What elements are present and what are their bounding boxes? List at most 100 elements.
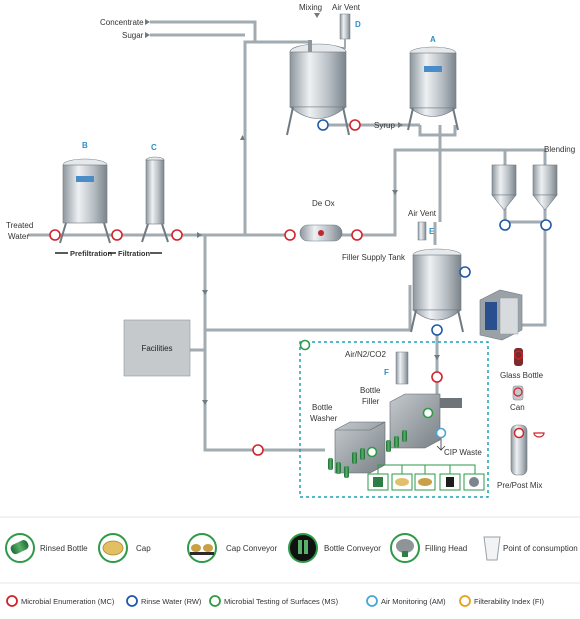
mc-legend-icon [6,595,18,607]
flow-arrow [202,400,208,405]
ms-legend-icon [209,595,221,607]
deox-light [318,230,324,236]
syrup-tank: A [407,35,459,131]
sampling-branch [377,464,476,475]
blend-tank-1-cone [491,194,517,211]
syrup-tank-body [409,52,457,109]
bottle-washer-label-2: Washer [310,414,338,423]
flow-arrow [202,290,208,295]
filler-arm [440,398,462,408]
can-label: Can [510,403,525,412]
keg-shape [510,424,528,476]
filler-supply-tank-label: Filler Supply Tank [342,253,406,262]
prefilter-unit: B [59,141,111,244]
blend-tank-2 [532,164,558,196]
sample-bottle-conveyor-fill [446,477,454,487]
tank-legs [286,106,350,136]
mc-marker [349,119,361,131]
can-product [512,385,524,401]
sugar-label: Sugar [122,31,144,40]
fst-bottom [412,309,462,321]
mc-marker [49,229,61,241]
flow-arrow [240,135,245,140]
rw-legend-icon [126,595,138,607]
rinsed-bottle-icon [5,533,35,563]
legend-fi-label: Filterability Index (FI) [474,597,545,606]
deox-label: De Ox [312,199,335,208]
washer-edge [335,421,386,431]
air-vent-top-label: Air Vent [332,3,361,12]
am-legend-icon [366,595,378,607]
cap-icon [98,533,128,563]
legend-rinsed-bottle-label: Rinsed Bottle [40,544,88,553]
ms-marker [366,446,378,458]
glass-bottle-mc-ring [513,350,524,360]
rw-marker [317,119,329,131]
legend-icon-row: Rinsed Bottle Cap Cap Conveyor Bottle Co… [5,533,578,563]
pipework [28,20,547,452]
glass-bottle-label: Glass Bottle [500,371,544,380]
legend-bottle-conveyor-label: Bottle Conveyor [324,544,381,553]
mixing-tank: D [286,13,361,136]
point-e-letter: E [429,227,435,236]
blending-tanks [491,164,558,211]
prefilter-body [62,164,108,224]
rw-marker [431,324,443,336]
cup-mc-marker [533,432,545,438]
concentrate-label: Concentrate [100,18,144,27]
panel-screen [485,302,497,330]
flow-arrow [434,355,440,360]
air-vent-mid-label: Air Vent [408,209,437,218]
gas-filter [395,351,409,385]
point-c-letter: C [151,143,157,152]
mc-marker [431,371,443,383]
air-n2-co2-label: Air/N2/CO2 [345,350,386,359]
bottle [336,462,341,474]
mc-marker [252,444,264,456]
flow-arrow [398,122,403,128]
syrup-tank-legs [407,107,459,131]
prefilter-legs [59,222,111,244]
syrup-tank-badge [424,66,442,72]
air-vent-filter [339,13,351,40]
filter-legs [141,223,169,243]
bottle-filler-label-2: Filler [362,397,380,406]
cip-waste-label: CIP Waste [444,448,482,457]
sample-cap-conveyor-fill [418,478,432,486]
legend-cap-label: Cap [136,544,151,553]
can-mc-ring [513,387,523,397]
mixer-shaft [308,40,312,52]
pre-post-mix-label: Pre/Post Mix [497,481,542,490]
prefilter-badge [76,176,94,182]
point-b-letter: B [82,141,88,150]
bottle [394,436,399,448]
filter-body [145,159,165,225]
flow-arrows [145,19,440,405]
facilities-label: Facilities [141,344,172,353]
test-markers [49,119,552,458]
rw-marker [459,266,471,278]
facilities-box [123,319,191,377]
point-d-letter: D [355,20,361,29]
blend-tank-1 [491,164,517,196]
legend-rw-label: Rinse Water (RW) [141,597,202,606]
mc-marker [284,229,296,241]
sample-cap-fill [395,478,409,486]
ms-marker [422,407,434,419]
sample-rinsed-bottle-fill [373,477,383,487]
bottle [402,430,407,442]
bottle [360,448,365,460]
cip-arrow [436,436,446,451]
treated-water-label-1: Treated [6,221,33,230]
point-a-letter: A [430,35,436,44]
panel-door [499,297,519,335]
air-vent-mid-filter [417,221,427,241]
mc-marker [351,229,363,241]
blend-tank-2-cone [532,194,558,211]
mixing-label: Mixing [299,3,322,12]
point-of-consumption-icon [483,536,501,561]
tank-bottom [289,106,347,119]
flow-arrow [145,19,150,25]
prefiltration-label: Prefiltration [70,249,113,258]
